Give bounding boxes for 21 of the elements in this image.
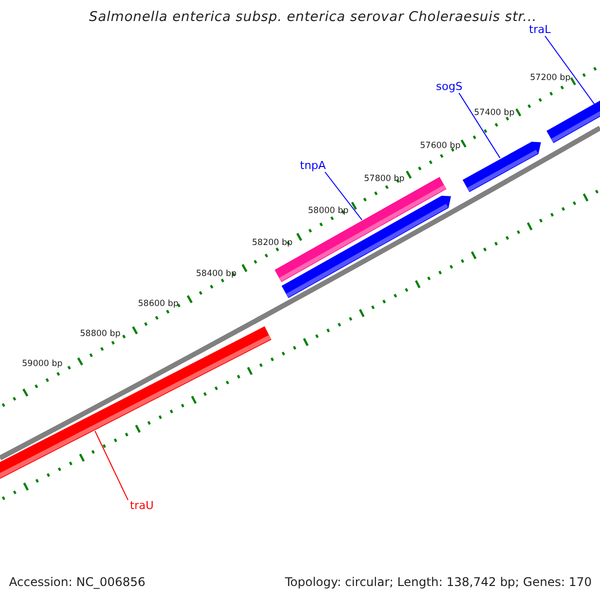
gene-feature	[462, 142, 541, 192]
leader-line	[324, 172, 362, 220]
scale-label: 59000 bp	[22, 360, 63, 368]
gene-label: tnpA	[300, 160, 326, 171]
gene-label: sogS	[436, 81, 462, 92]
scale-label: 58400 bp	[196, 270, 237, 278]
scale-label: 58200 bp	[252, 239, 293, 248]
scale-label: 57400 bp	[474, 109, 515, 118]
scale-label: 58000 bp	[308, 207, 349, 216]
scale-label: 57800 bp	[364, 175, 405, 184]
gene-feature	[0, 326, 272, 480]
gene-feature	[282, 196, 451, 298]
gene-label: traU	[130, 500, 154, 511]
leader-line	[458, 92, 500, 158]
leader-line	[94, 430, 128, 500]
footer-info: Accession: NC_006856	[9, 576, 146, 588]
gene-label: traL	[529, 24, 551, 35]
footer-info: Topology: circular; Length: 138,742 bp; Genes: 170	[285, 576, 592, 588]
diagram-title: Salmonella enterica subsp. enterica serovar Choleraesuis str...	[89, 11, 537, 24]
leader-line	[544, 36, 596, 106]
scale-label: 58800 bp	[80, 330, 121, 338]
